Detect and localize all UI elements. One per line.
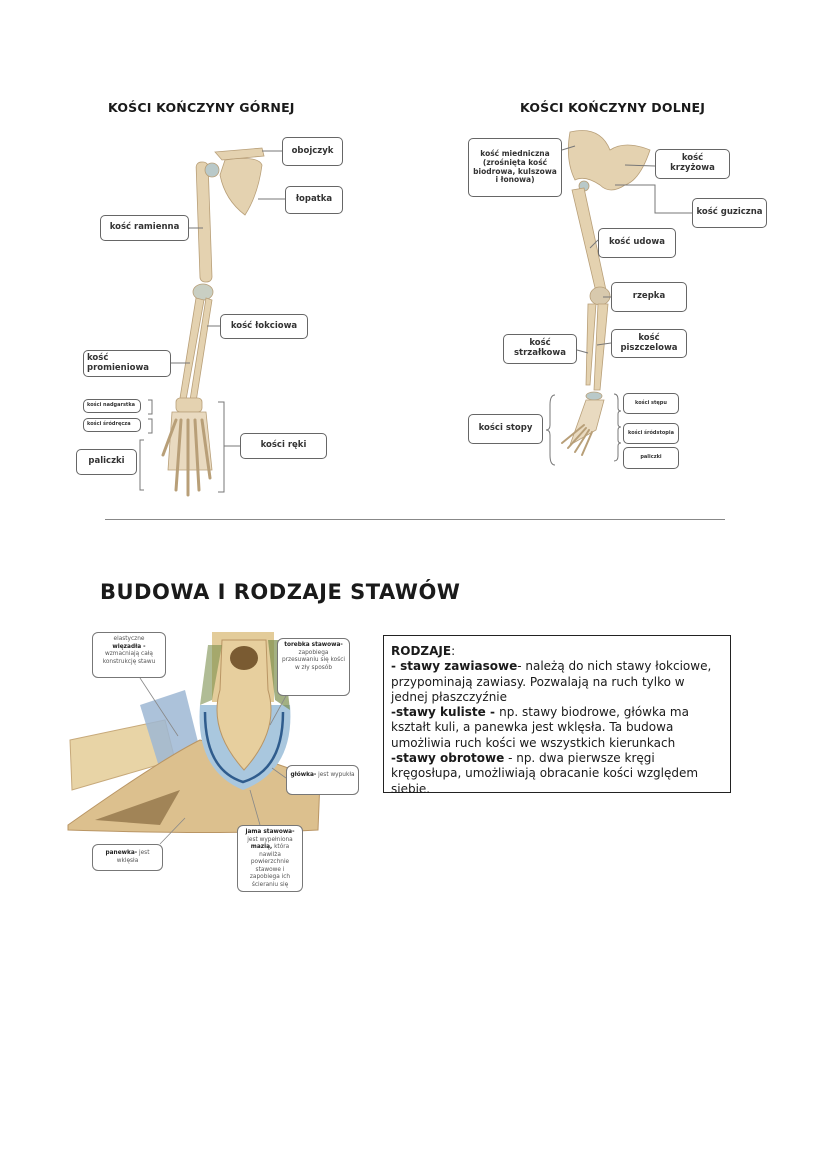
arm-skeleton-image (161, 147, 265, 497)
section-divider (105, 519, 725, 520)
label-kosc-krzyzowa: kość krzyżowa (655, 149, 730, 179)
label-kosci-nadgarstka: kości nadgarstka (83, 399, 141, 413)
wiezadla-pre: elastyczne (113, 636, 145, 642)
torebka-post: zapobiega przesuwaniu się kości w zły sp… (281, 649, 345, 671)
label-kosci-stopy: kości stopy (468, 414, 543, 444)
wiezadla-post: wzmacniają całą konstrukcję stawu (102, 651, 156, 665)
label-kosc-lokciowa: kość łokciowa (220, 314, 308, 339)
label-kosc-promieniowa: kość promieniowa (83, 350, 171, 377)
type-kuliste-desc: np. stawy biodrowe, główka ma kształt ku… (391, 705, 689, 750)
wiezadla-bold: więzadła - (112, 643, 146, 650)
label-kosc-guziczna: kość guziczna (692, 198, 767, 228)
upper-limb-title: KOŚCI KOŃCZYNY GÓRNEJ (108, 100, 295, 115)
elbow-joint-image (67, 632, 321, 833)
glowka-bold: główka- (290, 772, 317, 778)
panewka-post: jest wklęsła (116, 850, 150, 864)
type-obrotowe-desc: - np. dwa pierwsze kręgi kręgosłupa, umo… (391, 751, 699, 796)
label-kosci-srodrecza: kości śródręcza (83, 418, 141, 432)
type-zawiasowe-desc: - należą do nich stawy łokciowe, przypom… (391, 659, 712, 704)
label-kosci-stepu: kości stępu (623, 393, 679, 414)
label-kosc-ramienna: kość ramienna (100, 215, 189, 241)
joint-types-box: RODZAJE: - stawy zawiasowe- należą do ni… (383, 635, 731, 796)
type-obrotowe-name: -stawy obrotowe (391, 751, 505, 766)
jama-mid: jest wypełniona (247, 836, 293, 843)
label-jama-stawowa: jama stawowa- jest wypełniona mazią, któ… (237, 825, 303, 892)
lower-limb-title: KOŚCI KOŃCZYNY DOLNEJ (520, 100, 706, 115)
label-glowka: główka- jest wypukła (286, 765, 359, 795)
leg-connectors (545, 145, 692, 466)
joints-section-title: BUDOWA I RODZAJE STAWÓW (100, 580, 461, 604)
label-panewka: panewka- jest wklęsła (92, 844, 163, 871)
label-rzepka: rzepka (611, 282, 687, 312)
label-wiezadla: elastyczne więzadła - wzmacniają całą ko… (92, 632, 166, 678)
label-kosc-strzalkowa: kość strzałkowa (503, 334, 577, 364)
torebka-bold: torebka stawowa- (284, 642, 343, 648)
type-zawiasowe-name: - stawy zawiasowe (391, 659, 518, 674)
label-kosc-miedniczna: kość miedniczna (zrośnięta kość biodrowa… (468, 138, 562, 197)
types-heading-colon: : (451, 644, 456, 658)
jama-bold2: mazią, (250, 844, 273, 851)
label-kosci-reki: kości ręki (240, 433, 327, 459)
panewka-bold: panewka- (105, 850, 138, 856)
label-kosci-srodstopia: kości śródstopia (623, 423, 679, 444)
arm-connectors (139, 150, 285, 493)
label-kosc-piszczelowa: kość piszczelowa (611, 329, 687, 358)
type-kuliste-name: -stawy kuliste - (391, 705, 500, 720)
joint-connectors (139, 677, 287, 845)
label-paliczki-reki: paliczki (76, 449, 137, 475)
label-lopatka: łopatka (285, 186, 343, 214)
glowka-post: jest wypukła (318, 772, 355, 778)
leg-skeleton-image (561, 130, 651, 456)
types-heading: RODZAJE (391, 644, 452, 658)
label-paliczki-stopy: paliczki (623, 447, 679, 469)
label-obojczyk: obojczyk (282, 137, 343, 166)
label-kosc-udowa: kość udowa (598, 228, 676, 258)
label-torebka: torebka stawowa- zapobiega przesuwaniu s… (277, 638, 350, 696)
jama-post: która nawilża powierzchnie stawowe i zap… (249, 844, 291, 888)
jama-bold: jama stawowa- (245, 829, 295, 835)
